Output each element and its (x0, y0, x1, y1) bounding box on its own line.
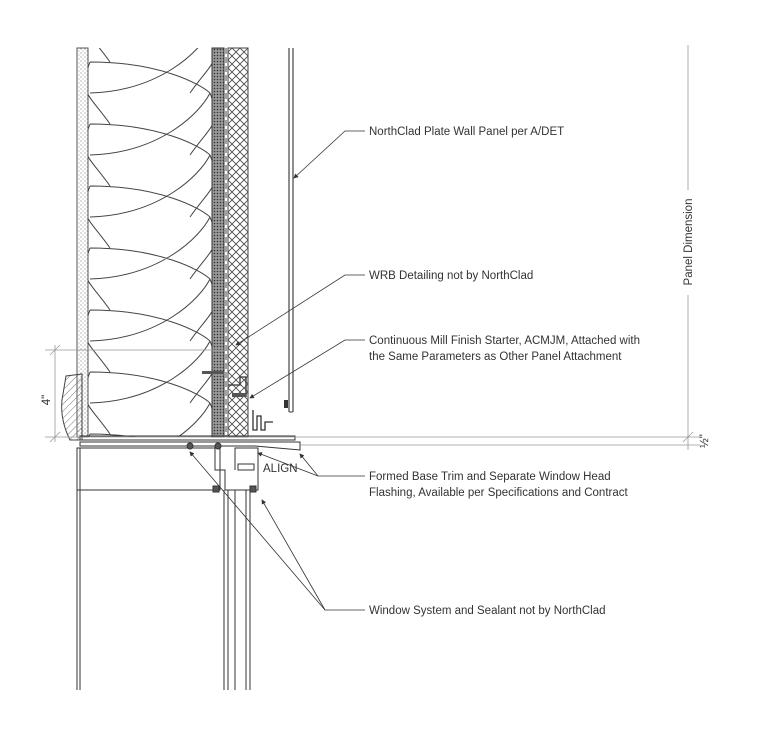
starter-callout-line2: the Same Parameters as Other Panel Attac… (369, 351, 622, 363)
rigid-insulation (227, 47, 249, 438)
window-callout: Window System and Sealant not by NorthCl… (369, 605, 606, 617)
batt-loop (88, 48, 212, 437)
starter-profile (252, 410, 273, 431)
four-inch-dimension: 4" (41, 395, 53, 405)
starter-callout-line1: Continuous Mill Finish Starter, ACMJM, A… (369, 335, 640, 347)
base-plate (79, 435, 296, 441)
base-trim-flashing (79, 441, 301, 451)
align-note: ALIGN (263, 463, 298, 475)
trim-callout-line2: Flashing, Available per Specifications a… (369, 487, 628, 499)
wood-blocking (61, 373, 83, 441)
wrb-sheathing-layer (211, 47, 225, 438)
window-system (76, 442, 259, 690)
half-inch-dimension: ½" (699, 434, 711, 448)
panel-callout: NorthClad Plate Wall Panel per A/DET (369, 126, 564, 138)
leader-lines (189, 130, 365, 611)
trim-callout-line1: Formed Base Trim and Separate Window Hea… (369, 471, 611, 483)
panel-dimension-label: Panel Dimension (683, 199, 695, 286)
batt-insulation (88, 48, 212, 437)
wrb-callout: WRB Detailing not by NorthClad (369, 270, 533, 282)
